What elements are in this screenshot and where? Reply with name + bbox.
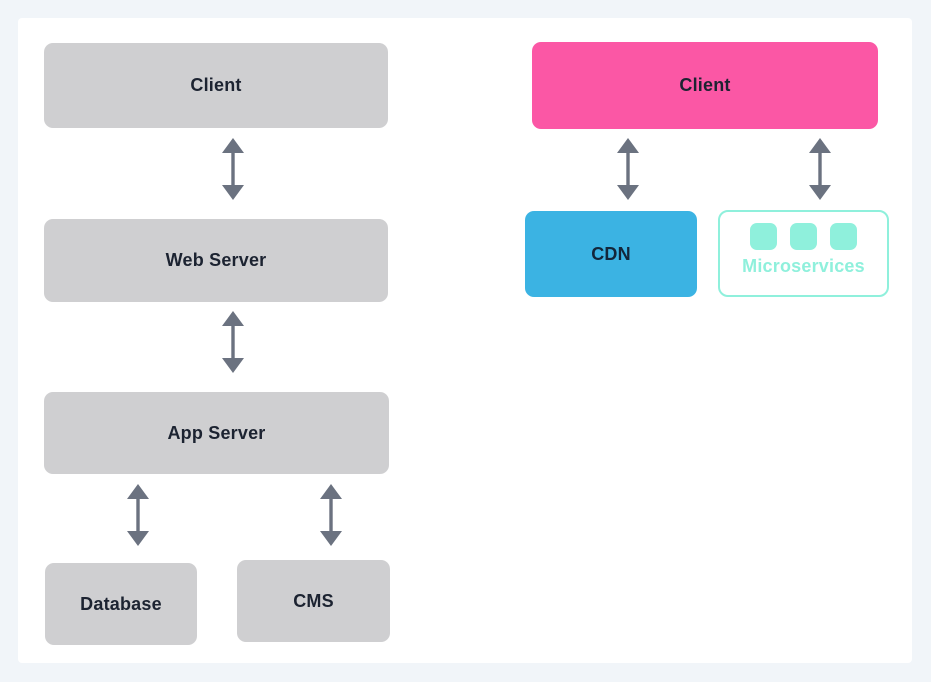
microservice-square-icon xyxy=(750,223,777,250)
node-label-client: Client xyxy=(679,75,731,95)
microservice-square-icon xyxy=(790,223,817,250)
node-cms[interactable]: CMS xyxy=(237,560,390,642)
node-client[interactable]: Client xyxy=(44,43,388,128)
node-web-server[interactable]: Web Server xyxy=(44,219,388,302)
microservice-square-icon xyxy=(830,223,857,250)
arrow-client-cdn xyxy=(603,138,653,200)
node-app-server[interactable]: App Server xyxy=(44,392,389,474)
microservice-squares xyxy=(750,223,857,250)
node-client[interactable]: Client xyxy=(532,42,878,129)
node-microservices[interactable]: Microservices xyxy=(718,210,889,297)
arrow-client-microservices xyxy=(795,138,845,200)
node-database[interactable]: Database xyxy=(45,563,197,645)
node-label-app-server: App Server xyxy=(167,422,266,443)
arrow-client-web-server xyxy=(208,138,258,200)
arrow-app-server-database xyxy=(113,484,163,546)
arrow-app-server-cms xyxy=(306,484,356,546)
node-label-web-server: Web Server xyxy=(165,250,267,270)
arrow-web-server-app-server xyxy=(208,311,258,373)
node-label-microservices: Microservices xyxy=(742,256,865,276)
node-label-cdn: CDN xyxy=(591,243,631,264)
node-label-database: Database xyxy=(80,593,162,614)
node-label-cms: CMS xyxy=(293,590,334,611)
node-label-client: Client xyxy=(190,75,242,95)
node-cdn[interactable]: CDN xyxy=(525,211,697,297)
